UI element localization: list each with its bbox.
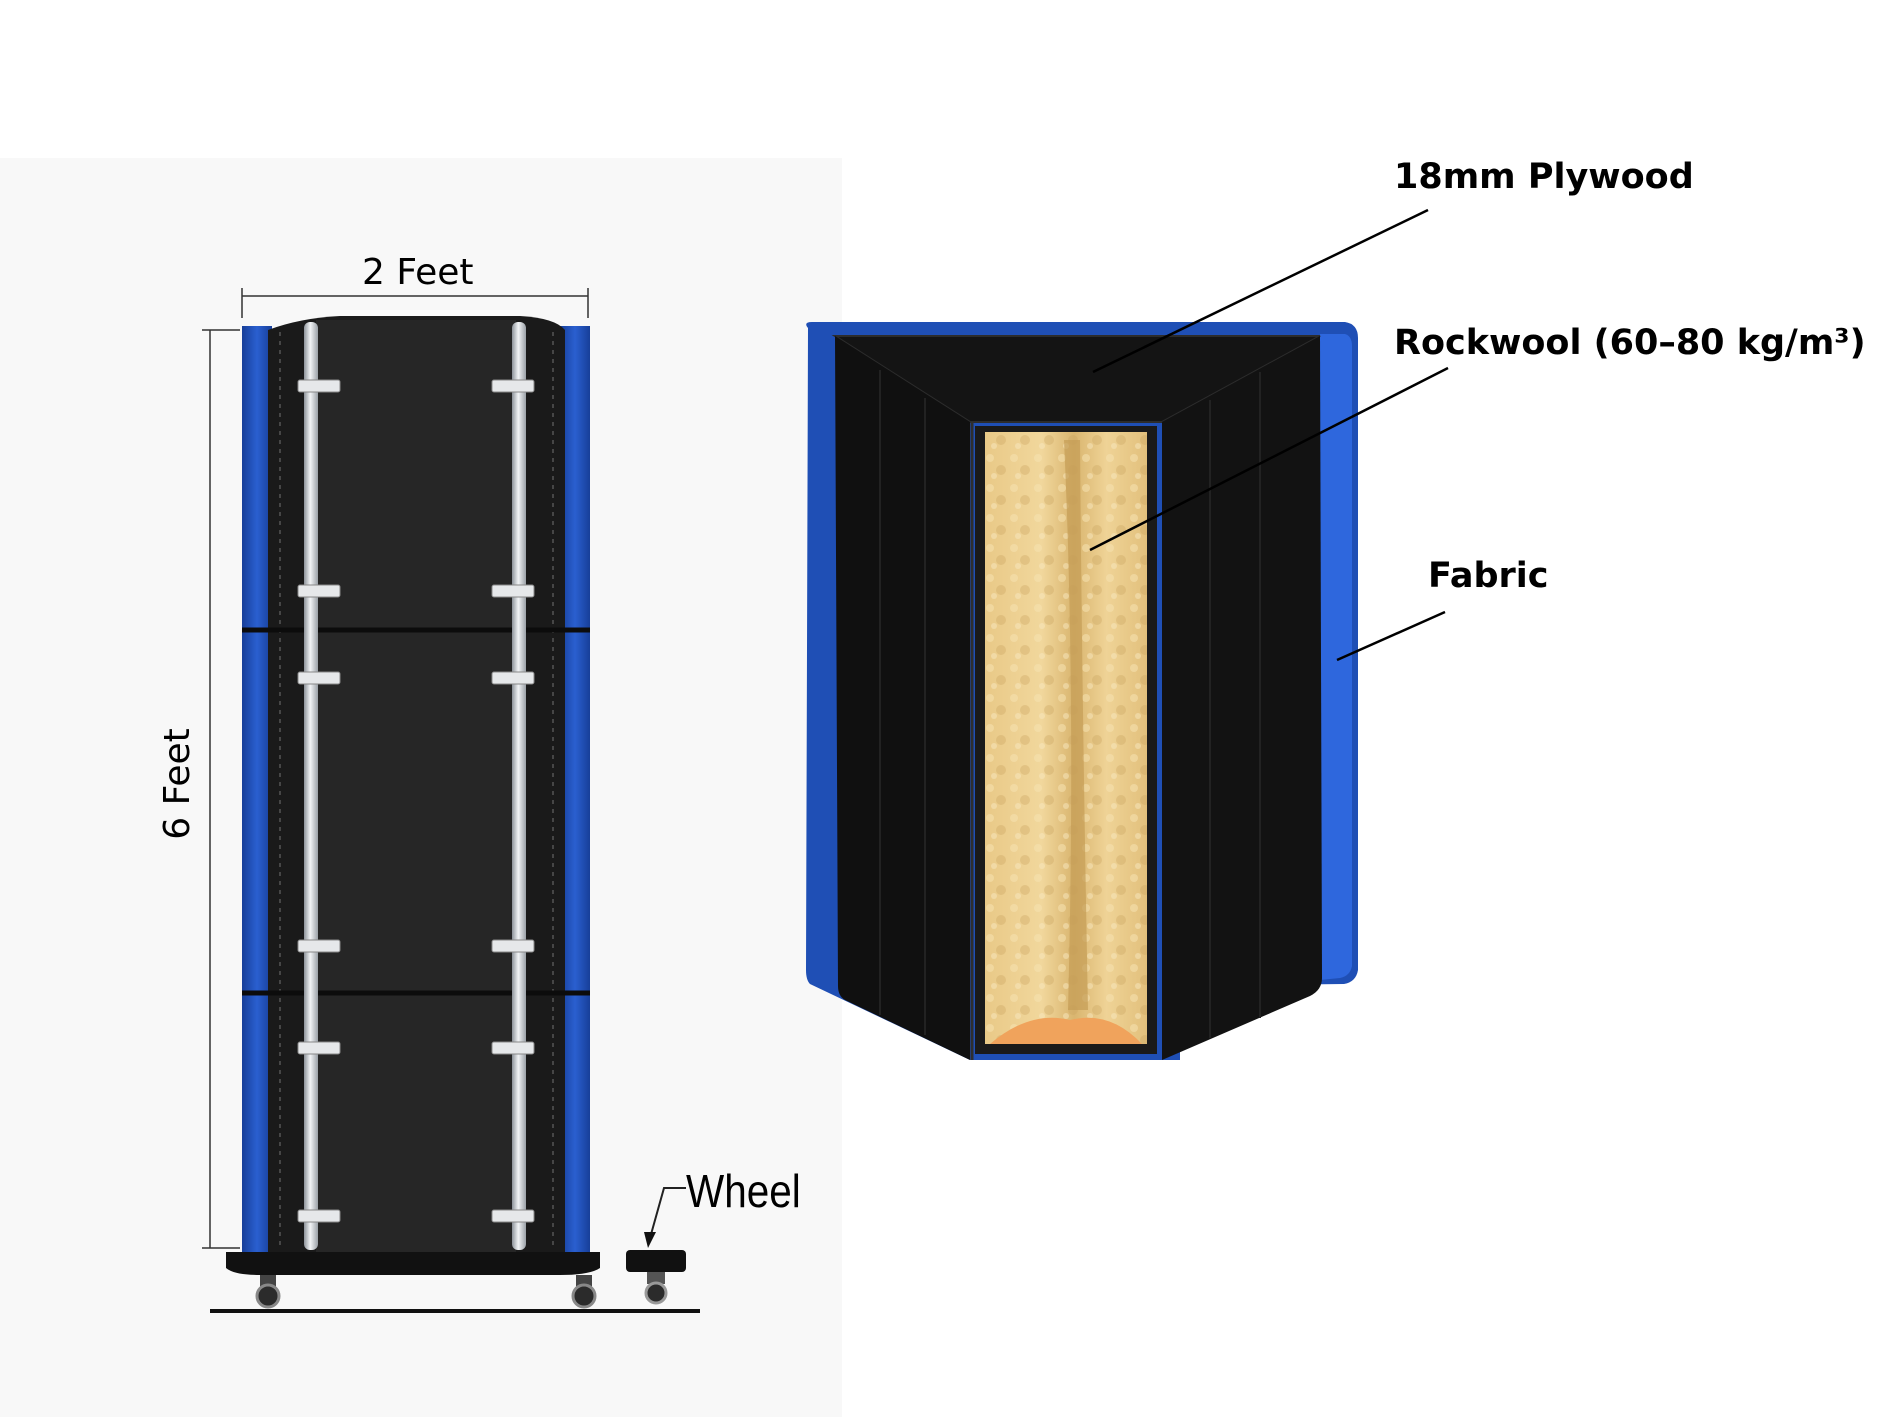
rockwool-gap [1064, 440, 1088, 1010]
rockwool-leader-line [1089, 366, 1449, 552]
fabric-shell-highlight [1320, 334, 1352, 980]
rockwool-texture [985, 432, 1147, 1044]
caster-wheels [255, 1275, 597, 1309]
plywood-grain [879, 370, 1261, 1038]
plywood-callout: 18mm Plywood [1394, 157, 1694, 197]
panel-center-band [316, 320, 516, 1252]
width-dimension [241, 288, 589, 318]
height-label: 6 Feet [157, 728, 198, 840]
plywood-right-face [1162, 336, 1322, 1060]
fabric-leader-line [1336, 610, 1446, 662]
plywood-left-face [835, 336, 970, 1060]
wheel-detail [626, 1187, 686, 1305]
wheel-label: Wheel [686, 1165, 801, 1217]
width-label: 2 Feet [362, 252, 474, 293]
rockwool-base-glow [990, 1017, 1142, 1044]
rail-brackets [297, 379, 535, 1223]
rail-left [304, 322, 318, 1250]
fabric-edge-left [242, 326, 272, 1252]
fabric-callout: Fabric [1428, 556, 1549, 596]
panel-base [226, 1252, 600, 1275]
plywood-leader-line [1092, 208, 1429, 374]
panel-front-view [210, 316, 700, 1313]
panel-section-view [806, 322, 1358, 1060]
height-dimension [202, 329, 240, 1249]
rail-right [512, 322, 526, 1250]
rockwool-callout: Rockwool (60–80 kg/m³) [1394, 323, 1866, 363]
